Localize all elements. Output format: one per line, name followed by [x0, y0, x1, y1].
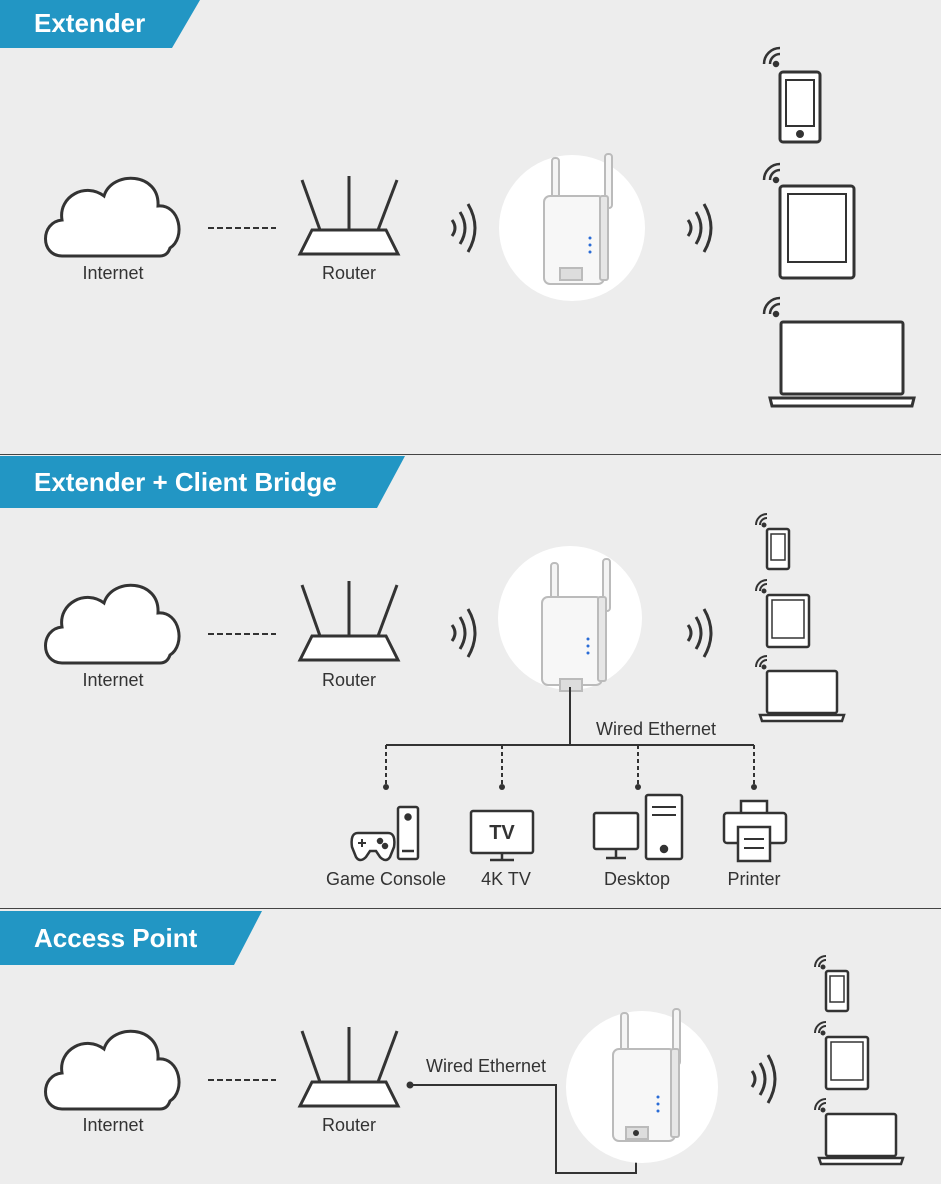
smartphone-icon	[765, 527, 791, 571]
laptop-icon	[817, 1112, 905, 1166]
device-label-4k-tv: 4K TV	[481, 869, 531, 889]
internet-label: Internet	[82, 1115, 144, 1135]
router-icon	[297, 1027, 401, 1108]
section-access-point: Access Point	[0, 909, 941, 1184]
wifi-signal-icon	[755, 655, 768, 670]
connection-dot	[633, 1130, 639, 1136]
router-label: Router	[321, 670, 377, 690]
access-point-device-icon	[612, 1008, 681, 1142]
wifi-signal-icon	[755, 513, 768, 528]
wifi-signal-icon	[755, 579, 768, 594]
section-client-bridge: Extender + Client Bridge	[0, 455, 941, 908]
device-label-desktop: Desktop	[603, 869, 671, 889]
wifi-signal-icon	[814, 955, 827, 970]
tv-icon	[469, 809, 535, 862]
device-label-printer: Printer	[727, 869, 781, 889]
router-icon	[297, 176, 401, 256]
cloud-icon	[44, 583, 181, 665]
wifi-waves-icon	[450, 203, 477, 253]
section-title-access-point: Access Point	[0, 911, 262, 965]
tablet-icon	[778, 184, 856, 280]
section-title-extender: Extender	[0, 0, 200, 48]
tv-screen-text: TV	[489, 822, 515, 844]
router-icon	[297, 581, 401, 662]
wifi-signal-icon	[814, 1098, 827, 1113]
internet-label: Internet	[82, 263, 144, 283]
device-label-game-console: Game Console	[325, 869, 447, 889]
smartphone-icon	[824, 969, 850, 1013]
connection-dot	[406, 1081, 414, 1089]
smartphone-icon	[778, 70, 822, 144]
access-point-graphics	[44, 955, 905, 1174]
router-label: Router	[321, 1115, 377, 1135]
wifi-signal-icon	[762, 46, 781, 68]
section-divider	[0, 454, 941, 455]
wifi-waves-icon	[450, 608, 477, 658]
wifi-waves-icon	[686, 608, 713, 658]
wifi-signal-icon	[762, 296, 781, 318]
internet-label: Internet	[82, 670, 144, 690]
section-title-client-bridge: Extender + Client Bridge	[0, 456, 405, 508]
cloud-icon	[44, 1029, 181, 1111]
extender-device-icon	[541, 558, 611, 692]
tablet-icon	[765, 593, 811, 649]
cloud-icon	[44, 176, 181, 258]
wired-ethernet-label: Wired Ethernet	[426, 1056, 547, 1076]
wifi-signal-icon	[814, 1021, 827, 1036]
extender-graphics	[44, 46, 916, 408]
section-divider	[0, 908, 941, 909]
printer-icon	[722, 799, 788, 863]
laptop-icon	[768, 320, 916, 408]
laptop-icon	[758, 669, 846, 723]
tablet-icon	[824, 1035, 870, 1091]
wired-ethernet-tree	[385, 687, 755, 785]
wifi-waves-icon	[750, 1054, 777, 1104]
section-extender: Extender	[0, 0, 941, 454]
wired-ethernet-label: Wired Ethernet	[596, 719, 717, 739]
router-label: Router	[321, 263, 377, 283]
wifi-waves-icon	[686, 203, 713, 253]
client-bridge-graphics: TV	[44, 513, 846, 863]
desktop-icon	[592, 793, 684, 861]
connection-dots	[383, 784, 757, 790]
extender-device-icon	[543, 153, 613, 285]
game-console-icon	[350, 805, 420, 862]
wifi-signal-icon	[762, 162, 781, 184]
